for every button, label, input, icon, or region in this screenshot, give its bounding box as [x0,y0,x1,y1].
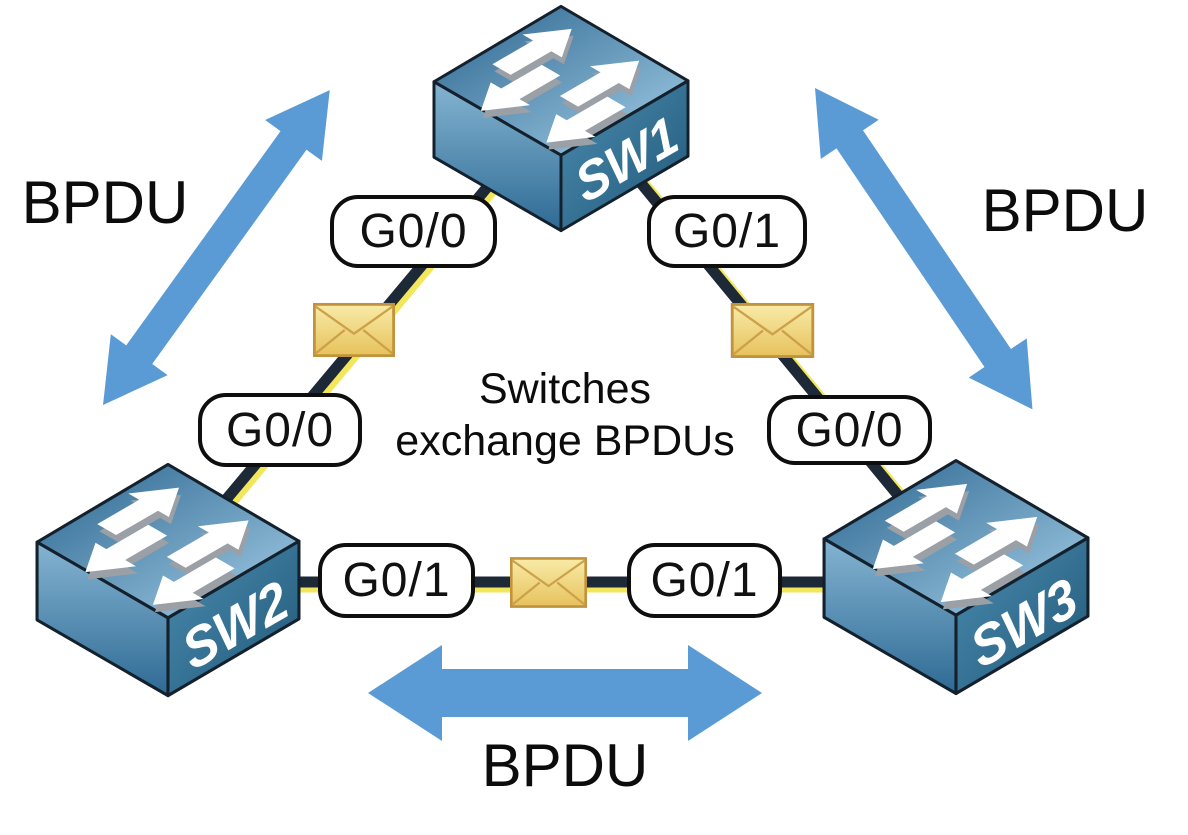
bpdu-label-bottom: BPDU [481,732,649,799]
port-label-sw2-g0-0: G0/0 [198,393,362,467]
port-label-sw3-g0-0: G0/0 [767,395,932,465]
envelope-icon-left-link [313,302,395,358]
caption-line-1: Switches [478,365,652,413]
bpdu-label-left: BPDU [21,169,189,236]
bpdu-arrow-left-icon [74,69,359,426]
port-label-sw3-g0-1: G0/1 [627,543,782,618]
network-switch-icon-sw3: SW3 [822,458,1090,694]
bpdu-arrow-right-icon [786,68,1062,429]
caption-line-2: exchange BPDUs [395,417,735,465]
diagram-caption: Switches exchange BPDUs [340,363,790,467]
port-label-sw1-g0-1: G0/1 [647,195,807,268]
port-label-sw1-g0-0: G0/0 [330,195,497,268]
port-label-sw2-g0-1: G0/1 [318,543,475,618]
bpdu-arrow-bottom-icon [368,645,762,741]
bpdu-label-right: BPDU [981,177,1149,244]
network-switch-icon-sw2: SW2 [35,462,301,696]
envelope-icon-right-link [730,303,815,358]
envelope-icon-bottom-link [510,557,587,608]
